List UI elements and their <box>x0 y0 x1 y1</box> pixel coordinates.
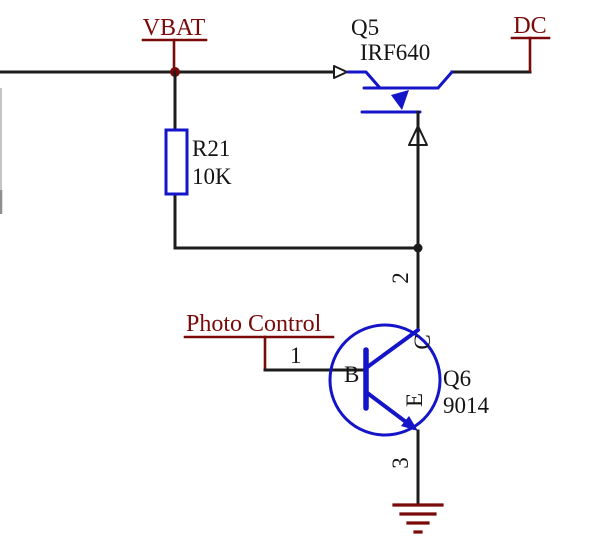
mosfet-drain-lead <box>346 70 382 90</box>
q5-designator: Q5 <box>351 15 379 40</box>
r21-designator: R21 <box>192 136 230 161</box>
port-dc: DC <box>510 13 551 73</box>
r21-value: 10K <box>192 164 232 189</box>
q6-designator: Q6 <box>443 366 471 391</box>
q5-value: IRF640 <box>360 40 430 65</box>
net-label-photo-control: Photo Control <box>186 311 322 337</box>
mosfet-source-lead <box>436 70 454 90</box>
mosfet-q5-symbol: Q5 IRF640 <box>333 15 454 146</box>
q6-collector-lead <box>364 328 420 370</box>
q6-value: 9014 <box>443 393 490 418</box>
drain-pin-arrow-icon <box>333 65 348 79</box>
transistor-q6-symbol: B C E 1 2 3 Q6 9014 <box>290 272 490 469</box>
port-vbat: VBAT <box>141 15 208 77</box>
q6-pin-number-3: 3 <box>388 457 413 469</box>
q6-pin-name-base: B <box>344 362 359 387</box>
r21-body <box>164 128 189 196</box>
q6-emitter-arrow-icon <box>401 416 418 431</box>
resistor-r21-symbol: R21 10K <box>164 128 232 196</box>
gate-net-junction-dot <box>413 243 423 253</box>
q6-pin-number-2: 2 <box>388 272 413 284</box>
port-photo-control: Photo Control <box>183 311 335 372</box>
q6-pin-name-collector: C <box>410 334 435 349</box>
ground-symbol <box>392 503 444 534</box>
net-label-dc: DC <box>513 13 546 39</box>
mosfet-body-arrow-icon <box>391 90 409 110</box>
q6-pin-number-1: 1 <box>290 343 302 368</box>
q6-body-circle <box>328 323 442 437</box>
net-label-vbat: VBAT <box>143 15 206 41</box>
q6-pin-name-emitter: E <box>402 393 427 407</box>
